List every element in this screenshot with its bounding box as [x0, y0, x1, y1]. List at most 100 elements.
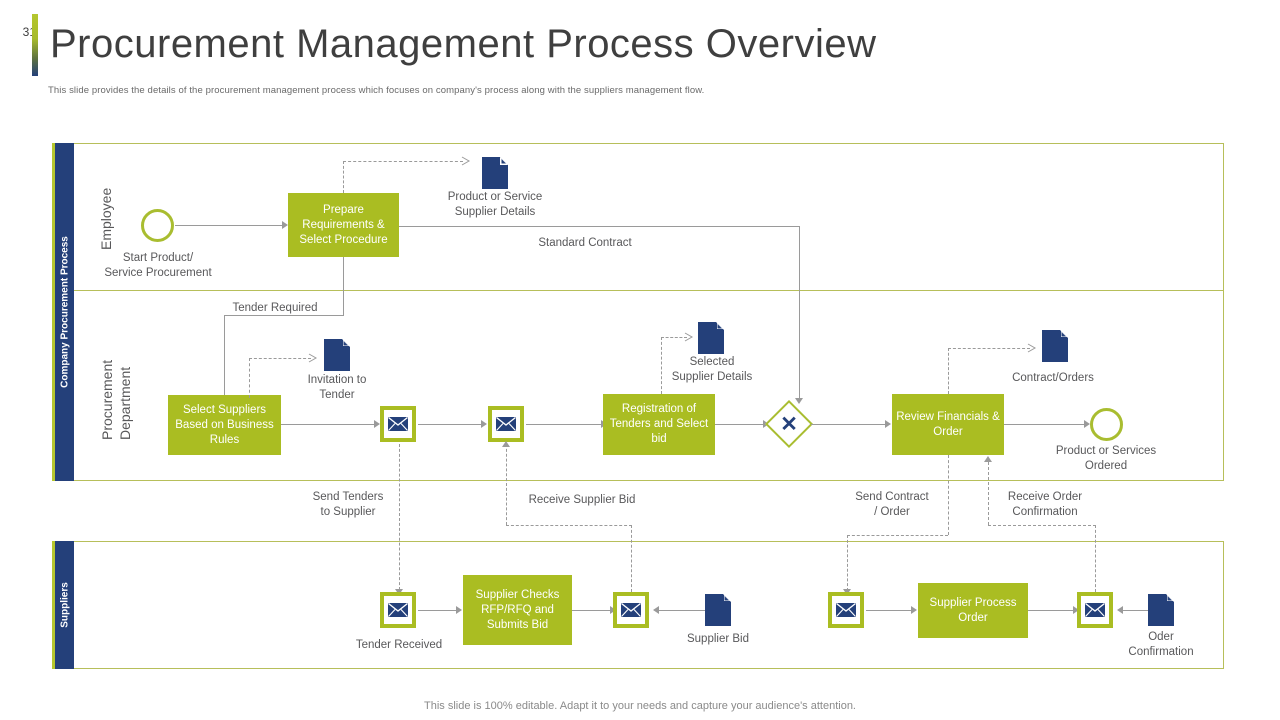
- document-supplier-bid: [705, 594, 731, 626]
- lane-label-procurement-department: Procurement Department: [99, 359, 133, 440]
- gateway-x-icon: ✕: [780, 412, 798, 436]
- flow-select-to-msg1: [281, 424, 375, 425]
- task-supplier-process-order[interactable]: Supplier Process Order: [918, 583, 1028, 638]
- task-label: Registration of Tenders and Select bid: [609, 403, 709, 445]
- flow-arrow: [481, 420, 487, 428]
- flow-arrow: [911, 606, 917, 614]
- document-label-contract-orders: Contract/Orders: [1012, 372, 1094, 384]
- mflow-invitation-h: [249, 358, 311, 359]
- flow-msg1-to-msg2: [418, 424, 482, 425]
- document-label-selected-supplier-details: Selected Supplier Details: [671, 356, 753, 383]
- message-event-order-confirmed[interactable]: [1077, 592, 1113, 628]
- end-event-label: Product or Services Ordered: [1055, 445, 1157, 472]
- pool-label-suppliers-text: Suppliers: [59, 582, 70, 628]
- flow-gateway-to-review: [811, 424, 886, 425]
- task-label: Select Suppliers Based on Business Rules: [175, 403, 274, 446]
- pool-label-company-text: Company Procurement Process: [59, 236, 70, 388]
- flow-order-received-to-task: [866, 610, 912, 611]
- mflow-arrow-open: [308, 353, 318, 363]
- footer-note: This slide is 100% editable. Adapt it to…: [424, 700, 856, 712]
- message-event-send-tenders[interactable]: [380, 406, 416, 442]
- flow-msg2-to-registration: [526, 424, 603, 425]
- task-label: Supplier Process Order: [929, 596, 1017, 624]
- flow-label-tender-required: Tender Required: [232, 302, 318, 314]
- task-label: Supplier Checks RFP/RFQ and Submits Bid: [475, 588, 560, 631]
- document-label-invitation-to-tender: Invitation to Tender: [307, 374, 367, 401]
- mflow-receive-bid-v1: [631, 525, 632, 592]
- task-supplier-checks-rfp[interactable]: Supplier Checks RFP/RFQ and Submits Bid: [463, 575, 572, 645]
- mflow-receive-confirm-v1: [1095, 525, 1096, 592]
- mflow-prepare-to-doc-v: [343, 161, 344, 193]
- exclusive-gateway[interactable]: ✕: [764, 399, 814, 449]
- task-prepare-requirements[interactable]: Prepare Requirements & Select Procedure: [288, 193, 399, 257]
- document-invitation-to-tender: [324, 339, 350, 371]
- flow-arrow: [795, 398, 803, 404]
- flow-supplier-bid-to-msg: [659, 610, 705, 611]
- mflow-receive-bid-v2: [506, 444, 507, 525]
- flow-label-receive-supplier-bid: Receive Supplier Bid: [528, 494, 636, 506]
- mflow-contract-h: [948, 348, 1030, 349]
- flow-arrow: [885, 420, 891, 428]
- flow-registration-to-gateway: [715, 424, 765, 425]
- flow-tender-required-h: [224, 315, 344, 316]
- document-label-product-service: Product or Service Supplier Details: [447, 191, 543, 218]
- flow-standard-contract-v: [799, 226, 800, 398]
- start-event-label: Start Product/ Service Procurement: [104, 252, 212, 279]
- mflow-selected-v: [661, 337, 662, 394]
- flow-label-standard-contract: Standard Contract: [538, 237, 632, 249]
- mflow-prepare-to-doc-h: [343, 161, 463, 162]
- message-event-order-received[interactable]: [828, 592, 864, 628]
- flow-arrow: [1084, 420, 1090, 428]
- flow-task-to-msg-confirm: [1028, 610, 1075, 611]
- mflow-invitation-v: [249, 358, 250, 398]
- flow-arrow: [282, 221, 288, 229]
- message-event-tender-received[interactable]: [380, 592, 416, 628]
- mflow-arrow: [984, 456, 992, 462]
- document-oder-confirmation: [1148, 594, 1174, 626]
- document-selected-supplier-details: [698, 322, 724, 354]
- mflow-receive-confirm-v2: [988, 462, 989, 525]
- mflow-selected-h: [661, 337, 687, 338]
- flow-standard-contract-h: [399, 226, 799, 227]
- flow-task-to-msg-bid: [572, 610, 612, 611]
- flow-arrow: [374, 420, 380, 428]
- flow-tender-required-v1: [343, 257, 344, 290]
- task-label: Prepare Requirements & Select Procedure: [299, 203, 388, 246]
- end-event[interactable]: [1090, 408, 1123, 441]
- flow-arrow: [653, 606, 659, 614]
- mflow-send-contract-h: [847, 535, 948, 536]
- document-label-oder-confirmation: Oder Confirmation: [1128, 631, 1194, 658]
- flow-tender-required-v1b: [343, 290, 344, 315]
- lane-label-employee: Employee: [98, 187, 114, 250]
- flow-tender-required-v2: [224, 315, 225, 397]
- mflow-arrow-open: [684, 332, 694, 342]
- page-title: Procurement Management Process Overview: [50, 22, 877, 66]
- flow-label-receive-order-confirmation: Receive Order Confirmation: [1007, 491, 1083, 518]
- mflow-send-tenders: [399, 444, 400, 590]
- flow-review-to-end: [1004, 424, 1086, 425]
- pool-label-suppliers: Suppliers: [52, 541, 74, 669]
- task-select-suppliers[interactable]: Select Suppliers Based on Business Rules: [168, 395, 281, 455]
- lane-divider: [74, 290, 1224, 291]
- flow-label-send-contract-order: Send Contract / Order: [855, 491, 929, 518]
- message-event-bid-submitted[interactable]: [613, 592, 649, 628]
- title-accent-bar: [32, 14, 38, 76]
- message-label-tender-received: Tender Received: [355, 639, 443, 651]
- start-event[interactable]: [141, 209, 174, 242]
- task-review-financials[interactable]: Review Financials & Order: [892, 394, 1004, 455]
- document-contract-orders: [1042, 330, 1068, 362]
- task-registration-tenders[interactable]: Registration of Tenders and Select bid: [603, 394, 715, 455]
- message-event-receive-bid[interactable]: [488, 406, 524, 442]
- mflow-arrow-open: [461, 156, 471, 166]
- flow-label-send-tenders: Send Tenders to Supplier: [312, 491, 384, 518]
- pool-label-company: Company Procurement Process: [52, 143, 74, 481]
- document-label-supplier-bid: Supplier Bid: [686, 633, 749, 645]
- flow-tender-received-to-task: [418, 610, 457, 611]
- mflow-contract-v: [948, 348, 949, 394]
- mflow-receive-confirm-h: [988, 525, 1096, 526]
- mflow-send-contract-v2: [847, 535, 848, 591]
- flow-oder-confirmation-to-msg: [1123, 610, 1151, 611]
- mflow-send-contract-v1: [948, 455, 949, 535]
- mflow-arrow-open: [1027, 343, 1037, 353]
